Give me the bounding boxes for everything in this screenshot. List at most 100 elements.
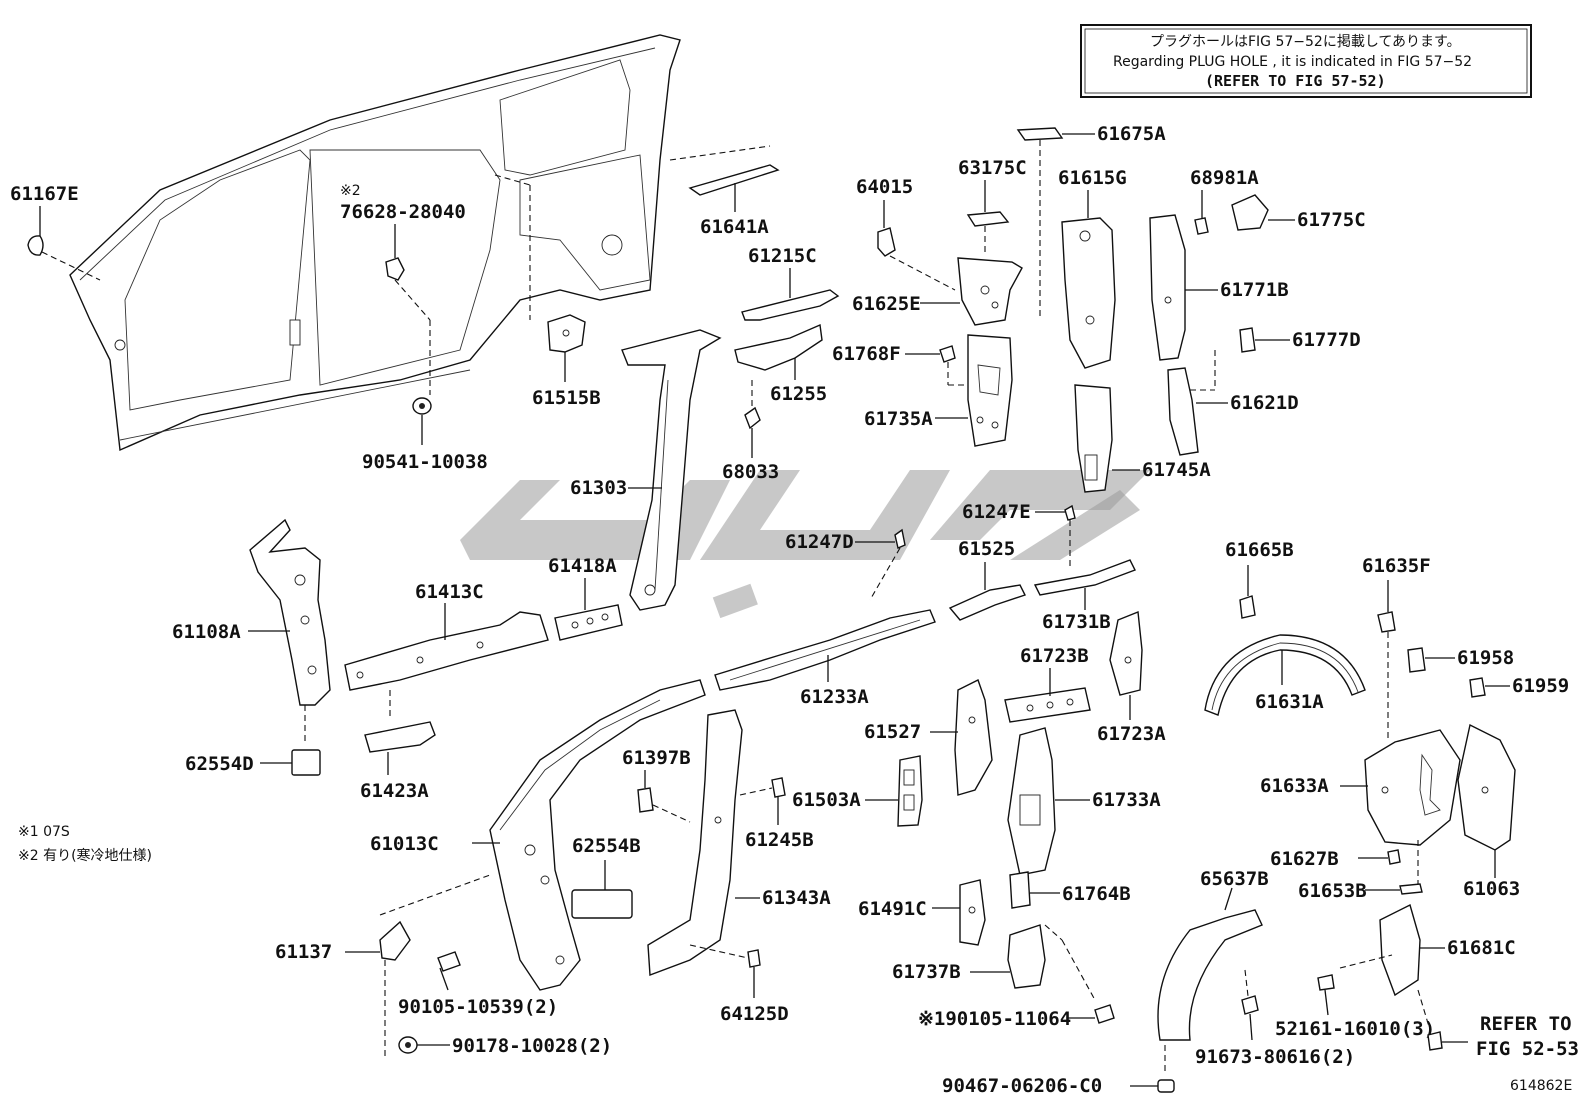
part-61491C: 61491C [858,879,986,946]
part-61515B: 61515B [494,174,601,409]
part-number-label-64125D: 64125D [720,1003,789,1025]
part-61108A: 61108A [172,518,331,745]
figure-id: 614862E [1510,1078,1572,1094]
part-number-label-61491C: 61491C [858,898,927,920]
part-62554B: 62554B [571,835,641,919]
part-number-label-61675A: 61675A [1097,123,1166,145]
part-number-label-61233A: 61233A [800,686,869,708]
part-61675A: 61675A [1016,123,1166,320]
part-68033: 68033 [722,380,779,483]
part-number-label-90178-10028: 90178-10028(2) [452,1035,612,1057]
part-number-label-61137: 61137 [275,941,332,963]
part-61777D: 61777D [1190,327,1361,391]
part-number-label-61525: 61525 [958,538,1015,560]
part-number-label-line1: REFER TO [1480,1013,1572,1035]
notice-line-jp: プラグホールはFIG 57−52に掲載してあります。 [1150,34,1461,50]
part-number-label-65637B: 65637B [1200,868,1269,890]
part-61525: 61525 [948,538,1026,621]
part-number-label-63175C: 63175C [958,157,1027,179]
part-61771B: 61771B [1149,214,1289,361]
part-number-label-61653B: 61653B [1298,880,1367,902]
part-61723A: 61723A [1097,611,1166,745]
part-number-label-61959: 61959 [1512,675,1569,697]
part-61653B: 61653B [1298,840,1423,902]
part-64015: 64015 [856,176,956,291]
part-61775C: 61775C [1231,194,1366,231]
refer-to-fig-52-53: REFER TO FIG 52-53 [1427,1013,1579,1060]
part-61723B: 61723B [1004,645,1091,723]
part-number-label-61633A: 61633A [1260,775,1329,797]
part-61247E: 61247E [962,501,1076,570]
part-number-label-61303: 61303 [570,477,627,499]
part-number-label-61413C: 61413C [415,581,484,603]
part-number-label-61621D: 61621D [1230,392,1299,414]
part-number-label-61255: 61255 [770,383,827,405]
part-number-label-68033: 68033 [722,461,779,483]
part-number-label-61423A: 61423A [360,780,429,802]
part-number-label-62554B: 62554B [572,835,641,857]
part-number-label-90105-10539: 90105-10539(2) [398,996,558,1018]
part-number-label-61627B: 61627B [1270,848,1339,870]
part-number-label-61013C: 61013C [370,833,439,855]
part-number-label-61631A: 61631A [1255,691,1324,713]
part-90541-10038: 90541-10038 [362,397,488,473]
part-90467-06206-C0: 90467-06206-C0 [942,1075,1175,1097]
part-90178-10028: 90178-10028(2) [398,1035,612,1057]
part-number-label-61108A: 61108A [172,621,241,643]
part-61303: 61303 [570,329,722,611]
part-number-label-91673-80616: 91673-80616(2) [1195,1046,1355,1068]
part-number-label-52161-16010: 52161-16010(3) [1275,1018,1435,1040]
part-number-label-61775C: 61775C [1297,209,1366,231]
part-61527: 61527 [864,679,993,796]
part-number-label-61641A: 61641A [700,216,769,238]
part-number-label-61625E: 61625E [852,293,921,315]
part-61215C: 61215C [741,245,840,321]
part-76628-28040: ※2 76628-28040 [340,183,466,395]
part-61627B: 61627B [1270,848,1401,870]
part-61397B: 61397B [622,747,691,823]
part-number-label-90467-06206: 90467-06206-C0 [942,1075,1102,1097]
part-61167E: 61167E [10,183,101,281]
part-61137: 61137 [275,874,491,1060]
part-number-label-61735A: 61735A [864,408,933,430]
part-61423A: 61423A [360,721,436,802]
part-64125D: 64125D [689,944,789,1025]
part-number-label-61215C: 61215C [748,245,817,267]
part-number-label-61771B: 61771B [1220,279,1289,301]
notice-box: プラグホールはFIG 57−52に掲載してあります。 Regarding PLU… [1080,24,1532,98]
part-number-label-61527: 61527 [864,721,921,743]
part-61503A: 61503A [792,755,923,827]
part-61418A: 61418A [548,555,623,641]
part-61233A: 61233A [714,609,936,708]
part-number-label-61418A: 61418A [548,555,617,577]
part-61681C: 61681C [1339,903,1516,1031]
part-61733A: 61733A [1007,727,1161,876]
part-number-label-61247E: 61247E [962,501,1031,523]
part-number-label-61768F: 61768F [832,343,901,365]
body-side-outer-panel [69,34,681,452]
part-61063: 61063 [1457,723,1520,900]
part-63175C: 63175C [958,157,1027,255]
part-number-label-61731B: 61731B [1042,611,1111,633]
part-61764B: 61764B [1009,871,1131,909]
part-61247D: 61247D [785,528,906,601]
part-number-label-61665B: 61665B [1225,539,1294,561]
part-number-label-61397B: 61397B [622,747,691,769]
part-61959: 61959 [1469,675,1569,698]
part-number-label-61745A: 61745A [1142,459,1211,481]
part-61737B: 61737B [892,924,1096,1001]
part-61745A: 61745A [1074,384,1211,493]
svg-text:※2: ※2 [340,183,361,199]
footnotes: ※1 07S ※2 有り(寒冷地仕様) [18,824,152,864]
part-number-label-61245B: 61245B [745,829,814,851]
part-number-label-61343A: 61343A [762,887,831,909]
part-91673-80616: 91673-80616(2) [1195,969,1355,1068]
part-number-label-line2: FIG 52-53 [1476,1038,1579,1060]
part-number-label-61503A: 61503A [792,789,861,811]
part-number-label-76628-28040: 76628-28040 [340,201,466,223]
part-61255: 61255 [734,323,827,405]
part-number-label-90541-10038: 90541-10038 [362,451,488,473]
part-number-label-61681C: 61681C [1447,937,1516,959]
part-61633A: 61633A [1260,729,1461,846]
